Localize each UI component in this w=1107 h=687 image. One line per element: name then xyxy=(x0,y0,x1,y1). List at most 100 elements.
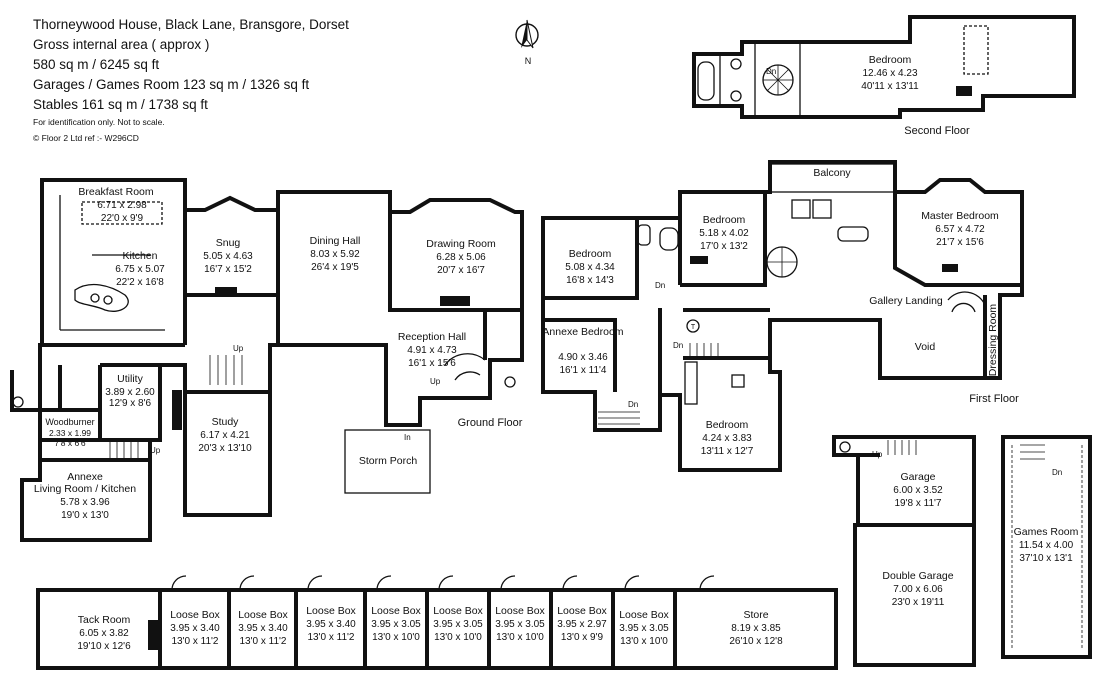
annexe-living-name: Annexe xyxy=(67,471,103,483)
first-floor: T Dn Dn Dn Balcony Bedroom 5.18 x 4.02 1… xyxy=(541,160,1024,472)
double-garage-imperial: 23'0 x 19'11 xyxy=(892,597,945,608)
loose-box-7-name: Loose Box xyxy=(557,605,607,617)
sf-bedroom-name: Bedroom xyxy=(869,54,912,66)
bedroom3-imperial: 13'11 x 12'7 xyxy=(701,446,754,457)
annexe-bedroom-name: Annexe Bedroom xyxy=(542,326,623,338)
garage-imperial: 19'8 x 11'7 xyxy=(894,498,941,509)
tack-room-metric: 6.05 x 3.82 xyxy=(79,628,129,639)
garage-name: Garage xyxy=(900,471,935,483)
drawing-room-imperial: 20'7 x 16'7 xyxy=(437,265,485,276)
loose-box-3-metric: 3.95 x 3.40 xyxy=(306,619,356,630)
gallery-landing-name: Gallery Landing xyxy=(869,295,943,307)
breakfast-room-metric: 6.71 x 2.98 xyxy=(97,200,147,211)
compass-north-label: N xyxy=(525,56,532,66)
bedroom2-imperial: 16'8 x 14'3 xyxy=(566,275,614,286)
loose-box-1-imperial: 13'0 x 11'2 xyxy=(171,636,218,647)
bedroom1-metric: 5.18 x 4.02 xyxy=(699,228,749,239)
games-room-name: Games Room xyxy=(1014,526,1079,538)
garages-block: Up Garage 6.00 x 3.52 19'8 x 11'7 Double… xyxy=(832,435,1092,667)
property-address: Thorneywood House, Black Lane, Bransgore… xyxy=(33,17,349,32)
bedroom3-metric: 4.24 x 3.83 xyxy=(702,433,752,444)
void-name: Void xyxy=(915,341,936,353)
tack-room-name: Tack Room xyxy=(78,614,131,626)
annexe-living-name2: Living Room / Kitchen xyxy=(34,483,136,495)
loose-box-8-name: Loose Box xyxy=(619,609,669,621)
utility-metric: 3.89 x 2.60 xyxy=(105,387,155,398)
loose-box-2-imperial: 13'0 x 11'2 xyxy=(239,636,286,647)
ground-floor: Up Up Up In Breakfast Room 6.71 x 2.98 2… xyxy=(10,178,524,542)
sf-dn-mark: Dn xyxy=(766,67,776,76)
drawing-room-name: Drawing Room xyxy=(426,238,496,250)
master-bedroom-metric: 6.57 x 4.72 xyxy=(935,224,985,235)
dining-hall-name: Dining Hall xyxy=(310,235,361,247)
reception-hall-name: Reception Hall xyxy=(398,331,466,343)
loose-box-6-name: Loose Box xyxy=(495,605,545,617)
breakfast-room-imperial: 22'0 x 9'9 xyxy=(101,213,144,224)
second-floor: Dn Bedroom 12.46 x 4.23 40'11 x 13'11 Se… xyxy=(692,15,1076,137)
garages-area: Garages / Games Room 123 sq m / 1326 sq … xyxy=(33,77,310,92)
study-imperial: 20'3 x 13'10 xyxy=(198,443,252,454)
loose-box-4-metric: 3.95 x 3.05 xyxy=(371,619,421,630)
loose-box-1-metric: 3.95 x 3.40 xyxy=(170,623,220,634)
balcony-name: Balcony xyxy=(813,167,851,179)
loose-box-2-name: Loose Box xyxy=(238,609,288,621)
ff-dn-mark-2: Dn xyxy=(628,400,638,409)
dressing-room-name: Dressing Room xyxy=(987,304,999,377)
games-room-imperial: 37'10 x 13'1 xyxy=(1019,553,1073,564)
loose-box-8-imperial: 13'0 x 10'0 xyxy=(620,636,668,647)
games-room-metric: 11.54 x 4.00 xyxy=(1019,540,1074,551)
study-name: Study xyxy=(212,416,240,428)
annexe-bedroom-metric: 4.90 x 3.46 xyxy=(558,352,608,363)
disclaimer: For identification only. Not to scale. xyxy=(33,117,165,127)
loose-box-1-name: Loose Box xyxy=(170,609,220,621)
storm-porch-name: Storm Porch xyxy=(359,455,418,467)
kitchen-imperial: 22'2 x 16'8 xyxy=(116,277,164,288)
games-dn-mark: Dn xyxy=(1052,468,1062,477)
gia-label: Gross internal area ( approx ) xyxy=(33,37,210,52)
bedroom1-name: Bedroom xyxy=(703,214,746,226)
second-floor-label: Second Floor xyxy=(904,125,970,137)
snug-imperial: 16'7 x 15'2 xyxy=(204,264,252,275)
annexe-living-metric: 5.78 x 3.96 xyxy=(60,497,110,508)
bedroom1-imperial: 17'0 x 13'2 xyxy=(700,241,748,252)
ff-t-mark: T xyxy=(691,324,696,331)
loose-box-2-metric: 3.95 x 3.40 xyxy=(238,623,288,634)
sf-bedroom-imperial: 40'11 x 13'11 xyxy=(861,81,919,92)
store-imperial: 26'10 x 12'8 xyxy=(729,636,783,647)
ground-floor-label: Ground Floor xyxy=(458,417,523,429)
master-bedroom-name: Master Bedroom xyxy=(921,210,999,222)
double-garage-name: Double Garage xyxy=(882,570,953,582)
bedroom2-name: Bedroom xyxy=(569,248,612,260)
loose-box-3-name: Loose Box xyxy=(306,605,356,617)
kitchen-name: Kitchen xyxy=(122,250,157,262)
gf-up-mark-3: Up xyxy=(150,446,161,455)
ff-dn-mark-3: Dn xyxy=(655,281,665,290)
annexe-bedroom-imperial: 16'1 x 11'4 xyxy=(559,365,606,376)
annexe-living-imperial: 19'0 x 13'0 xyxy=(61,510,109,521)
bedroom3-name: Bedroom xyxy=(706,419,749,431)
master-bedroom-imperial: 21'7 x 15'6 xyxy=(936,237,984,248)
gf-in-mark: In xyxy=(404,433,411,442)
snug-name: Snug xyxy=(216,237,241,249)
woodburner-imperial: 7'8 x 6'6 xyxy=(54,438,85,448)
sf-bedroom-metric: 12.46 x 4.23 xyxy=(862,68,917,79)
loose-box-5-metric: 3.95 x 3.05 xyxy=(433,619,483,630)
loose-box-4-imperial: 13'0 x 10'0 xyxy=(372,632,420,643)
gf-up-mark-1: Up xyxy=(233,344,244,353)
loose-box-5-imperial: 13'0 x 10'0 xyxy=(434,632,482,643)
loose-box-8-metric: 3.95 x 3.05 xyxy=(619,623,669,634)
gia-value: 580 sq m / 6245 sq ft xyxy=(33,57,160,72)
stables-block: Tack Room 6.05 x 3.82 19'10 x 12'6 Loose… xyxy=(36,575,838,670)
loose-box-6-metric: 3.95 x 3.05 xyxy=(495,619,545,630)
garage-up-mark: Up xyxy=(872,450,883,459)
dining-hall-metric: 8.03 x 5.92 xyxy=(310,249,360,260)
study-metric: 6.17 x 4.21 xyxy=(200,430,250,441)
gf-up-mark-2: Up xyxy=(430,377,441,386)
double-garage-metric: 7.00 x 6.06 xyxy=(893,584,943,595)
kitchen-metric: 6.75 x 5.07 xyxy=(115,264,165,275)
bedroom2-metric: 5.08 x 4.34 xyxy=(565,262,615,273)
garage-metric: 6.00 x 3.52 xyxy=(893,485,943,496)
dining-hall-imperial: 26'4 x 19'5 xyxy=(311,262,359,273)
loose-box-6-imperial: 13'0 x 10'0 xyxy=(496,632,544,643)
